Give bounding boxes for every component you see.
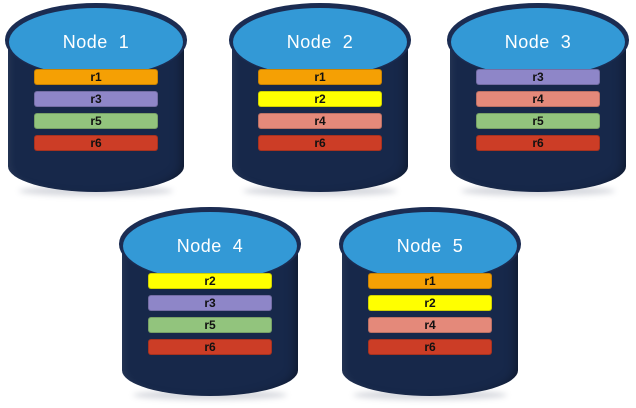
replica-bar-r5[interactable]: r5 xyxy=(148,316,272,333)
node-label: Node 4 xyxy=(176,235,244,256)
node-label: Node 5 xyxy=(396,235,464,256)
replica-bar-r4[interactable]: r4 xyxy=(476,90,600,107)
replica-stack: r2 r3 r5 r6 xyxy=(122,272,298,355)
replica-bar-r1[interactable]: r1 xyxy=(258,68,382,85)
replica-bar-r4[interactable]: r4 xyxy=(258,112,382,129)
cylinder-top-ellipse xyxy=(450,8,626,77)
node-4[interactable]: Node 4 r2 r3 r5 r6 xyxy=(119,207,301,400)
replica-bar-r3[interactable]: r3 xyxy=(148,294,272,311)
node-label: Node 3 xyxy=(504,31,572,52)
node-1[interactable]: Node 1 r1 r3 r5 r6 xyxy=(5,3,187,196)
replica-bar-r2[interactable]: r2 xyxy=(258,90,382,107)
node-label: Node 2 xyxy=(286,31,354,52)
node-2[interactable]: Node 2 r1 r2 r4 r6 xyxy=(229,3,411,196)
cylinder-top-ellipse xyxy=(122,212,298,281)
cylinder-top-ellipse xyxy=(342,212,518,281)
replica-bar-r3[interactable]: r3 xyxy=(34,90,158,107)
cylinder-top-ellipse xyxy=(232,8,408,77)
replica-bar-r5[interactable]: r5 xyxy=(34,112,158,129)
replica-bar-r4[interactable]: r4 xyxy=(368,316,492,333)
replica-bar-r2[interactable]: r2 xyxy=(368,294,492,311)
replica-bar-r6[interactable]: r6 xyxy=(476,134,600,151)
replica-stack: r1 r2 r4 r6 xyxy=(342,272,518,355)
node-label: Node 1 xyxy=(62,31,130,52)
replica-stack: r1 r3 r5 r6 xyxy=(8,68,184,151)
replica-bar-r6[interactable]: r6 xyxy=(34,134,158,151)
replica-bar-r1[interactable]: r1 xyxy=(34,68,158,85)
replica-stack: r3 r4 r5 r6 xyxy=(450,68,626,151)
replica-bar-r1[interactable]: r1 xyxy=(368,272,492,289)
cylinder-top-ellipse xyxy=(8,8,184,77)
replica-bar-r6[interactable]: r6 xyxy=(368,338,492,355)
replica-bar-r5[interactable]: r5 xyxy=(476,112,600,129)
replica-stack: r1 r2 r4 r6 xyxy=(232,68,408,151)
replica-bar-r6[interactable]: r6 xyxy=(148,338,272,355)
replica-bar-r3[interactable]: r3 xyxy=(476,68,600,85)
replica-bar-r6[interactable]: r6 xyxy=(258,134,382,151)
node-3[interactable]: Node 3 r3 r4 r5 r6 xyxy=(447,3,629,196)
node-5[interactable]: Node 5 r1 r2 r4 r6 xyxy=(339,207,521,400)
replica-bar-r2[interactable]: r2 xyxy=(148,272,272,289)
